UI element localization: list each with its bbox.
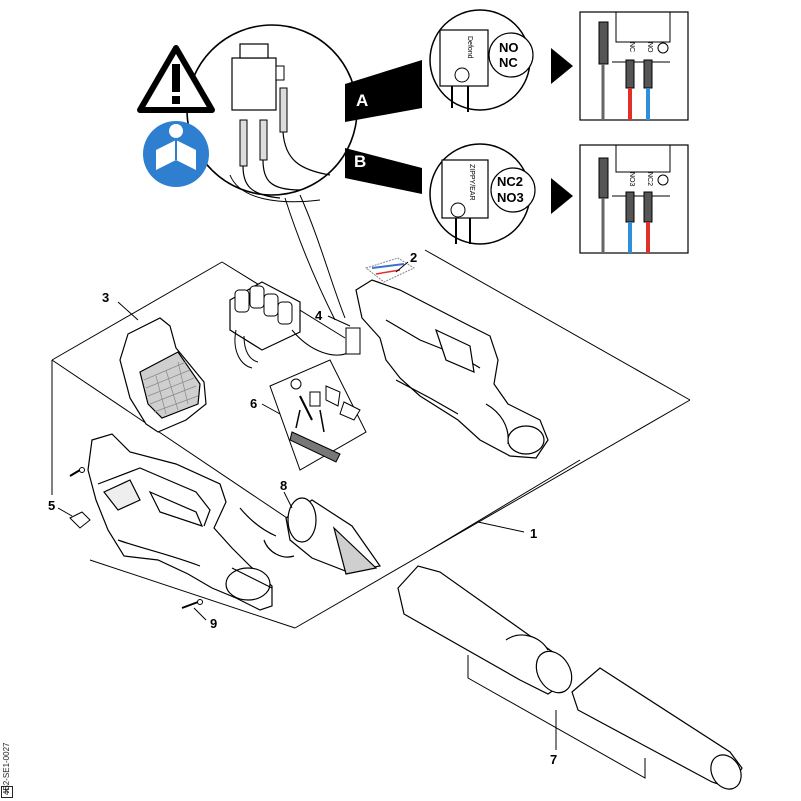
part-1-handle-housing [355,279,549,459]
variant-b-right-arrow [551,178,573,214]
variant-a-terminal-right: NO [646,42,653,53]
variant-a-terminal-left: NC [628,42,635,52]
variant-b-label: B [354,152,366,171]
part-7-blower-tube [397,565,743,790]
callout-3: 3 [102,290,109,305]
callout-1: 1 [530,526,537,541]
part-2-decal [364,257,416,283]
callout-7: 7 [550,752,557,767]
part-5-screw-and-nut [69,467,91,529]
variant-a-switch-detail: Defond NO NC [429,9,534,112]
variant-a-label: A [356,91,368,110]
variant-b-contacts-line2: NO3 [497,190,524,205]
variant-b-terminal-left: NO3 [628,172,635,187]
variant-b-wiring-box: NO3 NC2 [579,144,689,254]
part-3-intake-grille [119,317,207,433]
variant-a-right-arrow [551,48,573,84]
variant-a-arrow: A [345,60,422,122]
part-8-motor [239,497,382,575]
read-manual-icon [143,121,209,187]
variant-b-terminal-right: NC2 [646,172,653,186]
switch-detail-magnifier [186,24,358,321]
variant-b-contacts-line1: NC2 [497,174,523,189]
part-6-parts-kit [269,359,367,471]
part-4-switch-assembly [229,281,361,369]
variant-b-switch-brand: ZIPPY/EAR [468,164,475,201]
callout-8: 8 [280,478,287,493]
variant-b-switch-detail: ZIPPY/EAR NC2 NO3 [429,143,536,245]
callout-6: 6 [250,396,257,411]
variant-a-contacts-line1: NO [499,40,519,55]
assembly-outline [51,249,691,629]
callout-9: 9 [210,616,217,631]
corner-symbol: K [1,786,13,798]
part-1-blower-body [87,433,273,611]
leader-lines [57,261,557,750]
warning-triangle-icon [137,45,215,113]
callout-5: 5 [48,498,55,513]
variant-a-contacts-line2: NC [499,55,518,70]
part-9-screw [181,599,203,609]
variant-b-arrow: B [345,148,422,194]
callout-4: 4 [315,308,323,323]
variant-a-wiring-box: NC NO [579,11,689,121]
variant-a-switch-brand: Defond [466,36,473,59]
callout-2: 2 [410,250,417,265]
